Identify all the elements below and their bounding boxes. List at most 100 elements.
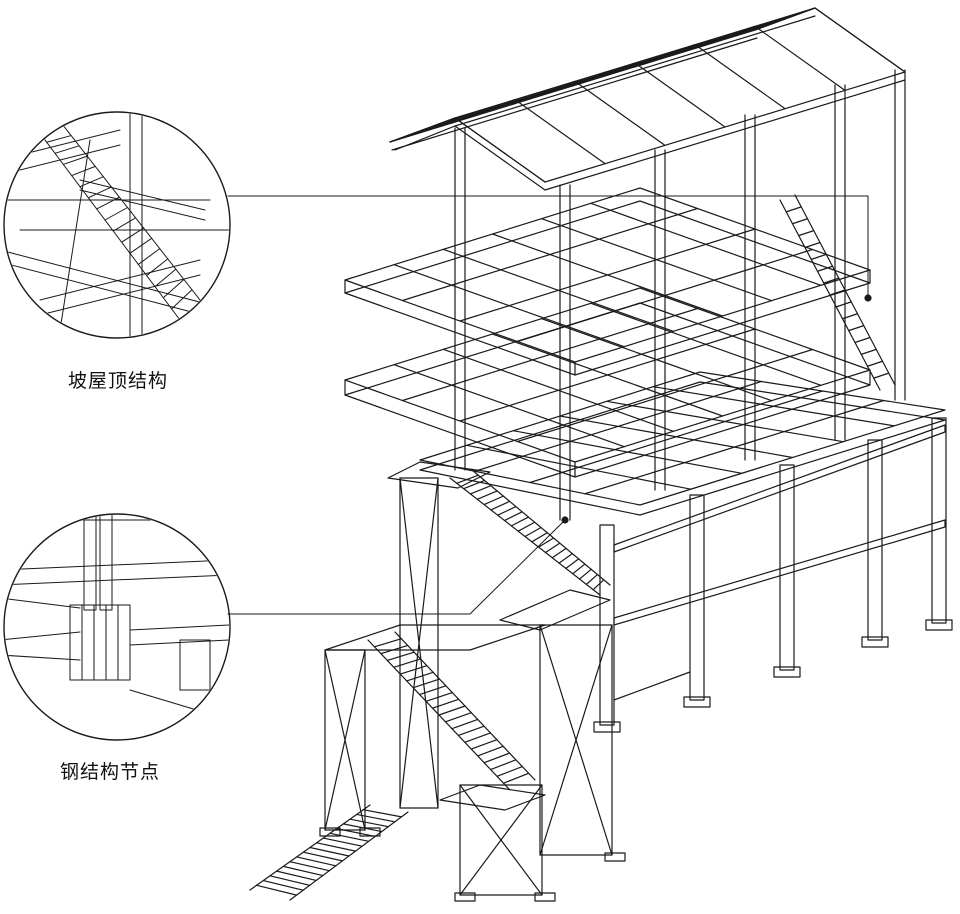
rafter	[754, 25, 846, 91]
stair-tread	[854, 336, 871, 344]
stair-tread	[46, 135, 72, 143]
stair-tread	[483, 752, 511, 764]
stair-tread	[419, 685, 447, 696]
stair-tread	[269, 875, 311, 886]
stair-tread	[860, 348, 877, 355]
rafter	[694, 44, 786, 110]
rafter	[574, 80, 666, 146]
stair-tread	[848, 325, 865, 332]
columns	[454, 69, 906, 521]
stair-tread	[464, 732, 492, 743]
stair-tread	[578, 568, 592, 580]
stair-tread	[804, 241, 821, 249]
stair-tread	[531, 532, 548, 543]
stair-tread	[256, 884, 298, 896]
stair-tread	[386, 651, 415, 662]
stair-tread	[104, 207, 128, 221]
stair-tower-upper	[387, 461, 611, 809]
stair-tread	[129, 237, 153, 254]
stair-tread	[873, 372, 890, 379]
floor-beam	[459, 328, 756, 422]
stair-tread	[356, 813, 396, 823]
stair-tread	[463, 479, 486, 490]
stair-tread	[503, 511, 523, 522]
roof-structure-label: 坡屋顶结构	[68, 370, 169, 392]
stair-tread	[380, 644, 409, 655]
stair-tread	[496, 765, 523, 777]
stair-tread	[524, 526, 542, 538]
stair-tread	[162, 278, 185, 299]
interior-stair	[779, 194, 896, 391]
stair-tread	[322, 837, 363, 847]
floor-beam	[584, 399, 885, 495]
stair-tread	[289, 861, 330, 872]
stair-tread	[362, 809, 403, 818]
floor-beam	[474, 380, 762, 472]
purlin	[421, 18, 786, 131]
stair-tread	[791, 218, 809, 225]
stair-tread	[349, 818, 389, 828]
floor-frame-lower	[419, 371, 946, 516]
stair-tread	[112, 217, 137, 232]
stair-tread	[276, 870, 317, 882]
stair-tread	[510, 516, 530, 527]
stair-tower-lower	[249, 624, 626, 902]
stair-tread	[816, 265, 834, 272]
stair-tread	[823, 277, 840, 284]
stair-tread	[406, 671, 434, 682]
floor-beam	[401, 307, 699, 402]
stair-tread	[810, 253, 827, 260]
stair-tread	[316, 842, 357, 852]
stair-tread	[412, 678, 441, 689]
stair-tread	[835, 301, 852, 308]
stair-tread	[444, 712, 472, 723]
stair-tread	[431, 698, 460, 709]
stair-tread	[302, 851, 344, 862]
rafter	[454, 117, 546, 183]
floor-beam	[516, 348, 814, 443]
stair-tread	[517, 521, 536, 532]
rafter	[514, 99, 606, 165]
stair-tread	[558, 553, 573, 564]
stair-tread	[373, 638, 402, 648]
stair-tread	[476, 490, 498, 500]
stair-tread	[544, 542, 561, 554]
stair-tread	[456, 474, 479, 484]
stair-tread	[585, 573, 599, 585]
stair-tread	[425, 691, 453, 702]
steel-node-label: 钢结构节点	[60, 761, 161, 783]
stair-tread	[71, 165, 96, 177]
stair-tread	[490, 500, 511, 511]
stair-tread	[296, 856, 337, 867]
stair-tread	[282, 865, 324, 877]
stair-tread	[551, 547, 567, 559]
stair-tread	[171, 289, 193, 310]
floor-beam	[401, 207, 699, 302]
pitched-roof	[389, 7, 906, 191]
stair-tread	[470, 739, 498, 750]
stair-tread	[96, 196, 120, 210]
stair-tread	[79, 176, 104, 188]
stair-tread	[336, 828, 376, 838]
stair-tread	[565, 558, 580, 570]
stair-tread	[329, 832, 370, 842]
stair-tread	[121, 227, 145, 243]
stair-tread	[154, 268, 177, 288]
stair-tread	[502, 772, 530, 784]
stair-tread	[438, 705, 466, 716]
stair-tread	[399, 665, 428, 675]
ground-columns	[593, 417, 953, 733]
stair-tread	[457, 725, 485, 737]
purlin	[438, 12, 801, 125]
stair-tread	[477, 745, 504, 757]
stair-tread	[829, 289, 846, 296]
stair-tread	[592, 579, 605, 591]
stair-tread	[841, 313, 859, 320]
roof-detail-callout	[3, 111, 872, 339]
stair-tread	[469, 485, 492, 495]
rafter	[814, 7, 906, 73]
stair-tread	[490, 759, 517, 771]
stair-tread	[785, 206, 802, 213]
floor-frame-upper	[344, 187, 871, 376]
